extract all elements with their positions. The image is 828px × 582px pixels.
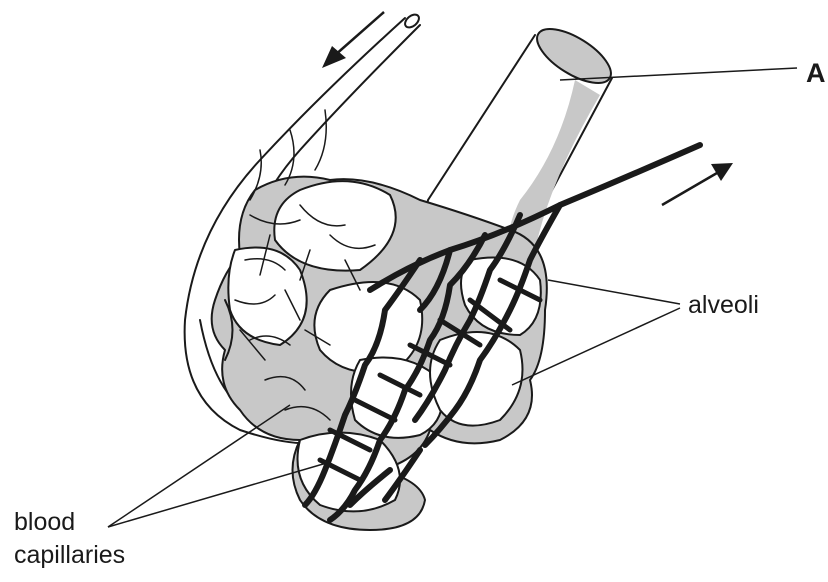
label-alveoli: alveoli	[688, 293, 759, 318]
arrow-up-right-icon	[662, 163, 733, 205]
label-blood: blood	[14, 510, 75, 535]
leader-alveoli-1	[548, 280, 680, 304]
label-a: A	[806, 60, 826, 87]
arrow-down-left-icon	[322, 12, 384, 68]
leader-capillaries-1	[108, 405, 290, 527]
label-capillaries: capillaries	[14, 543, 125, 568]
